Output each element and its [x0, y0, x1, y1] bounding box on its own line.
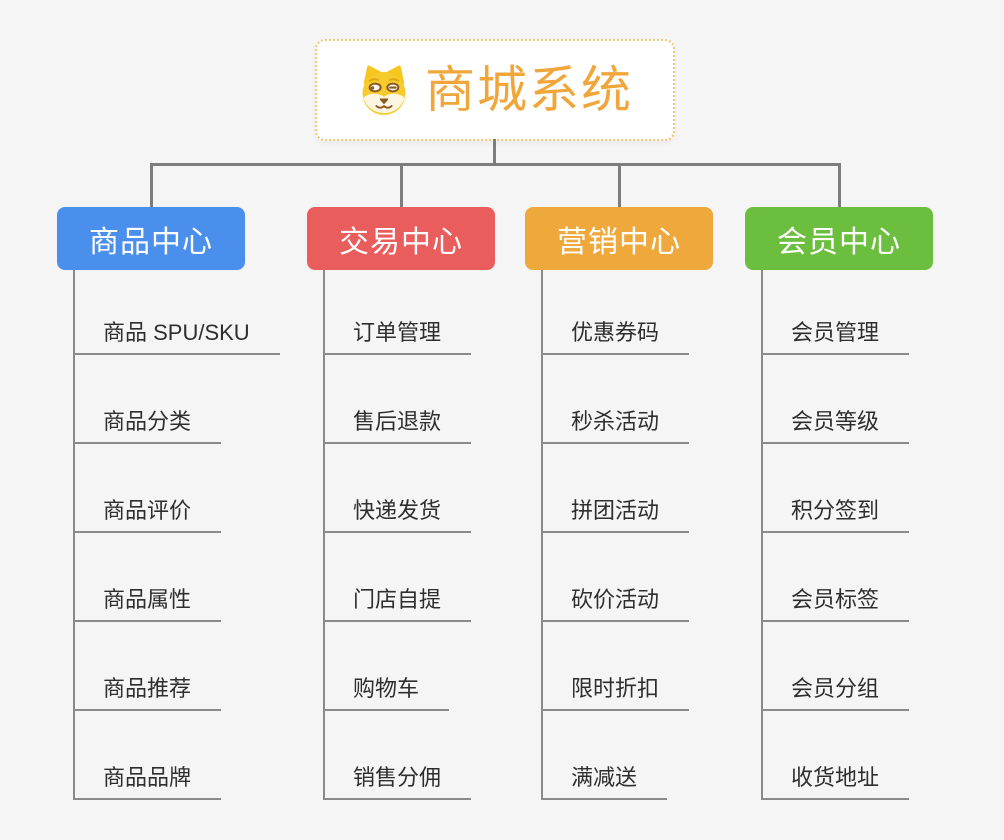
horizontal-bus-line	[150, 163, 840, 166]
branch-header[interactable]: 会员中心	[745, 207, 933, 270]
leaf-node[interactable]: 砍价活动	[541, 533, 690, 622]
leaf-label: 商品推荐	[103, 676, 192, 701]
leaf-label: 会员等级	[791, 409, 880, 434]
leaf-label: 拼团活动	[571, 498, 660, 523]
leaf-node[interactable]: 限时折扣	[541, 622, 690, 711]
leaf-node[interactable]: 会员分组	[761, 622, 910, 711]
branch-children: 商品 SPU/SKU 商品分类 商品评价 商品属性 商品推荐 商品品牌	[57, 270, 280, 800]
leaf-label: 秒杀活动	[571, 409, 660, 434]
leaf-node[interactable]: 会员标签	[761, 533, 910, 622]
branch-drop-line	[617, 163, 621, 207]
leaf-label: 商品品牌	[103, 765, 192, 790]
root-title: 商城系统	[425, 62, 633, 118]
branch-children: 订单管理 售后退款 快递发货 门店自提 购物车 销售分佣	[307, 270, 472, 800]
branch-drop-line	[399, 163, 403, 207]
leaf-node[interactable]: 收货地址	[761, 711, 910, 800]
branch-column: 营销中心 优惠券码 秒杀活动 拼团活动 砍价活动 限时折扣 满减送	[525, 207, 713, 800]
root-drop-line	[493, 139, 496, 166]
leaf-label: 优惠券码	[571, 320, 660, 345]
branch-drop-line	[149, 163, 153, 207]
leaf-node[interactable]: 商品 SPU/SKU	[73, 270, 280, 355]
branch-children: 优惠券码 秒杀活动 拼团活动 砍价活动 限时折扣 满减送	[525, 270, 690, 800]
branch-children: 会员管理 会员等级 积分签到 会员标签 会员分组 收货地址	[745, 270, 910, 800]
leaf-label: 门店自提	[353, 587, 442, 612]
leaf-label: 会员标签	[791, 587, 880, 612]
branch-header[interactable]: 营销中心	[525, 207, 713, 270]
leaf-label: 商品分类	[103, 409, 192, 434]
leaf-label: 会员管理	[791, 320, 880, 345]
leaf-label: 满减送	[571, 765, 638, 790]
branch-header[interactable]: 商品中心	[57, 207, 245, 270]
branch-column: 会员中心 会员管理 会员等级 积分签到 会员标签 会员分组 收货地址	[745, 207, 933, 800]
branch-label: 交易中心	[339, 225, 463, 259]
leaf-label: 购物车	[353, 676, 420, 701]
branch-label: 商品中心	[89, 225, 213, 259]
leaf-node[interactable]: 订单管理	[323, 270, 472, 355]
leaf-node[interactable]: 商品属性	[73, 533, 222, 622]
leaf-node[interactable]: 商品品牌	[73, 711, 222, 800]
leaf-label: 售后退款	[353, 409, 442, 434]
leaf-label: 砍价活动	[571, 587, 660, 612]
root-node[interactable]: 商城系统	[315, 39, 675, 141]
leaf-label: 限时折扣	[571, 676, 660, 701]
leaf-label: 快递发货	[353, 498, 442, 523]
leaf-label: 商品评价	[103, 498, 192, 523]
leaf-node[interactable]: 秒杀活动	[541, 355, 690, 444]
leaf-node[interactable]: 商品推荐	[73, 622, 222, 711]
leaf-label: 会员分组	[791, 676, 880, 701]
leaf-node[interactable]: 优惠券码	[541, 270, 690, 355]
leaf-label: 积分签到	[791, 498, 880, 523]
leaf-node[interactable]: 满减送	[541, 711, 668, 800]
branch-header[interactable]: 交易中心	[307, 207, 495, 270]
leaf-label: 商品 SPU/SKU	[103, 320, 250, 345]
branch-label: 营销中心	[557, 225, 681, 259]
leaf-node[interactable]: 购物车	[323, 622, 450, 711]
leaf-node[interactable]: 会员管理	[761, 270, 910, 355]
branch-column: 交易中心 订单管理 售后退款 快递发货 门店自提 购物车 销售分佣	[307, 207, 495, 800]
leaf-node[interactable]: 售后退款	[323, 355, 472, 444]
branch-drop-line	[837, 163, 841, 207]
branch-column: 商品中心 商品 SPU/SKU 商品分类 商品评价 商品属性 商品推荐 商品品牌	[57, 207, 280, 800]
leaf-label: 销售分佣	[353, 765, 442, 790]
leaf-label: 订单管理	[353, 320, 442, 345]
leaf-node[interactable]: 商品评价	[73, 444, 222, 533]
leaf-node[interactable]: 会员等级	[761, 355, 910, 444]
dog-face-icon	[357, 63, 411, 117]
leaf-label: 收货地址	[791, 765, 880, 790]
branch-label: 会员中心	[777, 225, 901, 259]
leaf-node[interactable]: 快递发货	[323, 444, 472, 533]
leaf-node[interactable]: 销售分佣	[323, 711, 472, 800]
leaf-label: 商品属性	[103, 587, 192, 612]
leaf-node[interactable]: 门店自提	[323, 533, 472, 622]
leaf-node[interactable]: 商品分类	[73, 355, 222, 444]
leaf-node[interactable]: 拼团活动	[541, 444, 690, 533]
leaf-node[interactable]: 积分签到	[761, 444, 910, 533]
